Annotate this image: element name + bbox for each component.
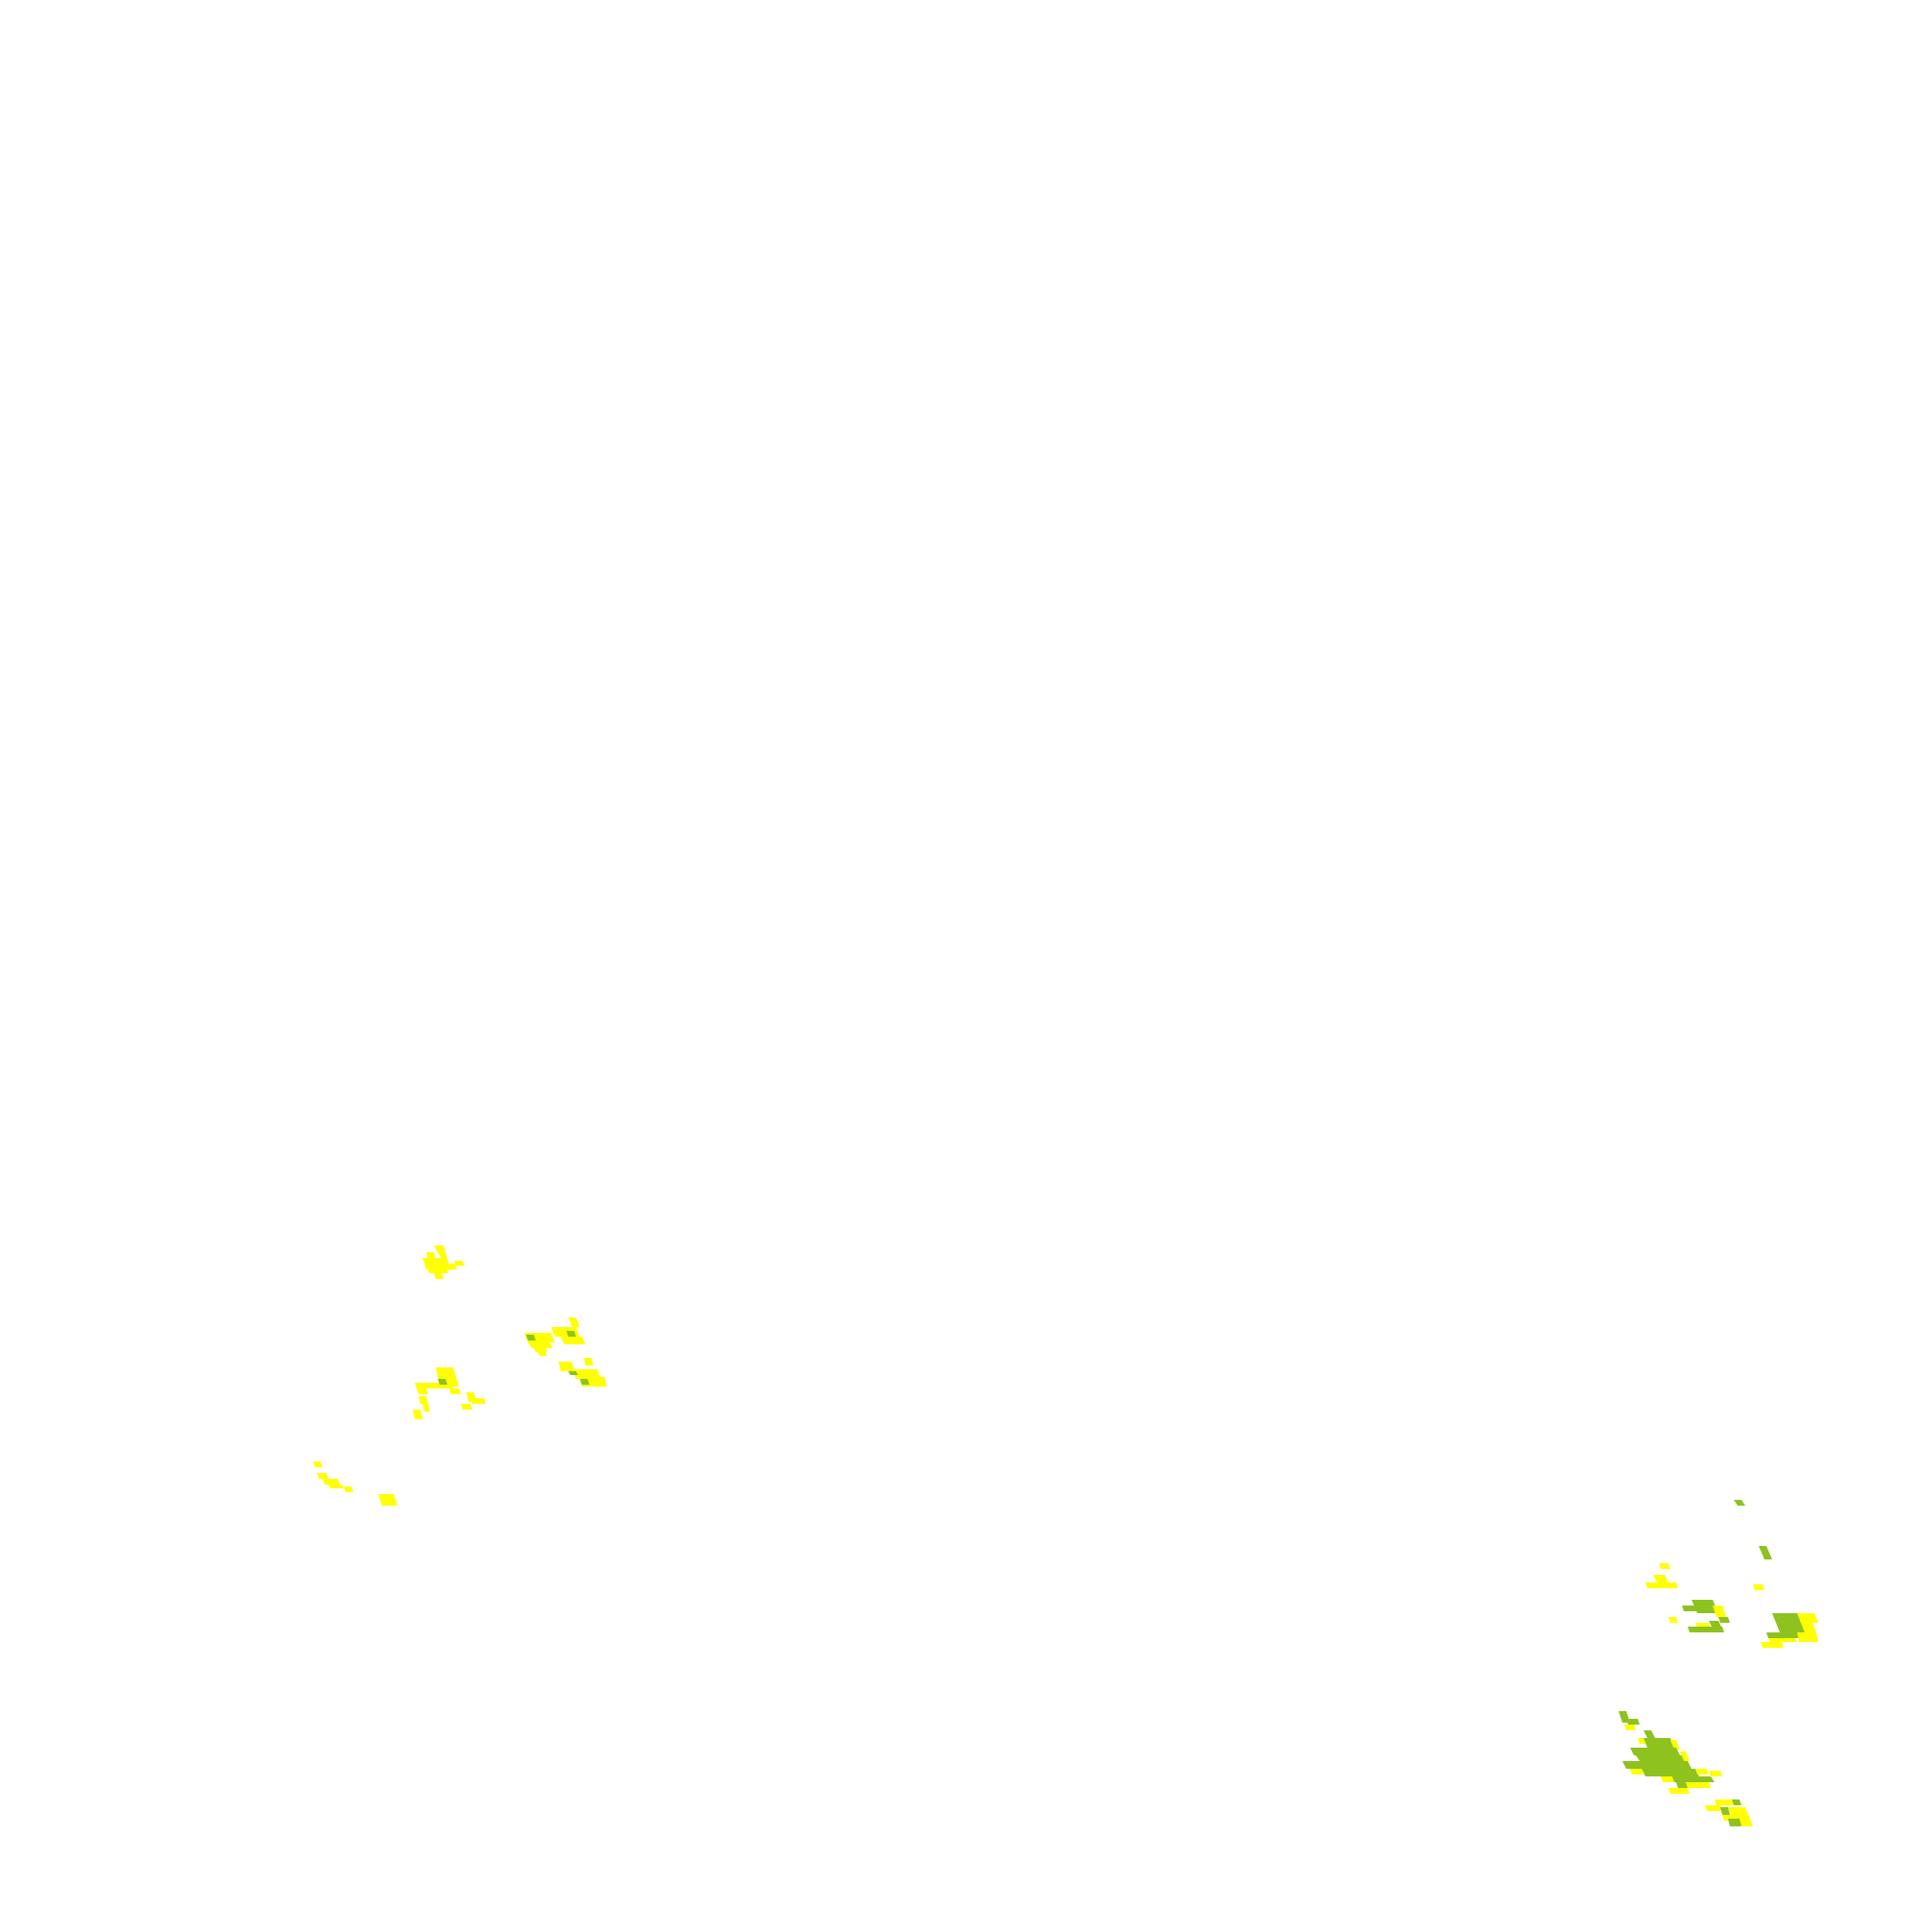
raster-cell [1797,1613,1818,1623]
raster-cell [417,1389,428,1394]
raster-cell [454,1261,465,1266]
raster-cell [528,1342,553,1348]
raster-cell [1801,1623,1816,1632]
raster-cell [1659,1563,1670,1569]
raster-cell [1676,1782,1688,1788]
raster-cell [1624,1725,1636,1730]
raster-cell [434,1273,444,1279]
raster-cell [438,1379,447,1385]
raster-cell [1630,1748,1680,1755]
raster-cluster-west [313,1245,607,1506]
raster-cell [1636,1755,1686,1761]
raster-cell [1797,1632,1818,1642]
raster-cell [1692,1600,1718,1613]
raster-cell [1713,1606,1726,1617]
raster-cell [1734,1500,1745,1506]
raster-cell [1759,1546,1772,1559]
raster-cell [323,1479,340,1485]
raster-cell [328,1485,344,1488]
raster-cell [1645,1582,1678,1588]
raster-cell [584,1358,593,1365]
raster-cell [1680,1751,1690,1761]
raster-cell [313,1461,323,1467]
raster-cell [1728,1819,1741,1826]
raster-cell [1626,1719,1640,1725]
raster-cell [428,1269,448,1273]
raster-cell [526,1335,536,1340]
raster-cluster-east [1619,1500,1818,1826]
raster-cell [1682,1606,1697,1611]
raster-cell [1715,1799,1734,1805]
raster-cell [1644,1738,1674,1748]
raster-cell [1766,1632,1799,1638]
raster-cell [378,1494,397,1506]
raster-cell [1670,1740,1680,1750]
raster-cell [419,1396,428,1404]
raster-cell [1705,1805,1722,1811]
raster-cell [1761,1642,1784,1648]
raster-cell [1695,1769,1709,1775]
raster-cell [572,1369,601,1379]
raster-cell [461,1404,472,1410]
raster-cell [1772,1613,1805,1632]
raster-cell [449,1389,461,1394]
raster-cell [566,1331,576,1337]
raster-cell [1644,1730,1655,1738]
raster-cell [534,1348,547,1352]
raster-cell [413,1410,422,1419]
raster-cell [568,1317,580,1327]
raster-cell [1653,1575,1668,1582]
raster-cell [1622,1761,1692,1769]
raster-cell [434,1245,447,1259]
raster-cell [1688,1627,1724,1632]
raster-cell [1720,1807,1730,1815]
raster-cell [470,1398,486,1404]
raster-cell [1661,1776,1674,1782]
raster-cell [1670,1776,1715,1782]
raster-cell [1668,1617,1678,1623]
raster-cell [344,1486,353,1492]
raster-cell [559,1362,574,1371]
raster-cell [1642,1769,1699,1776]
raster-cell [1668,1788,1690,1794]
raster-cell [568,1371,578,1375]
raster-cell [538,1352,547,1356]
raster-cell [1768,1638,1797,1642]
raster-cell [317,1473,328,1479]
raster-cell [1732,1799,1741,1805]
raster-cell [424,1264,457,1269]
raster-cell [580,1379,589,1385]
raster-cell [1709,1771,1722,1776]
raster-cell [1718,1617,1730,1623]
raster-cell [1686,1782,1711,1788]
raster-cell [1630,1769,1644,1775]
raster-cell [561,1337,586,1344]
raster-cell [422,1404,430,1412]
raster-cell [1753,1584,1764,1590]
raster-cell [415,1383,453,1389]
